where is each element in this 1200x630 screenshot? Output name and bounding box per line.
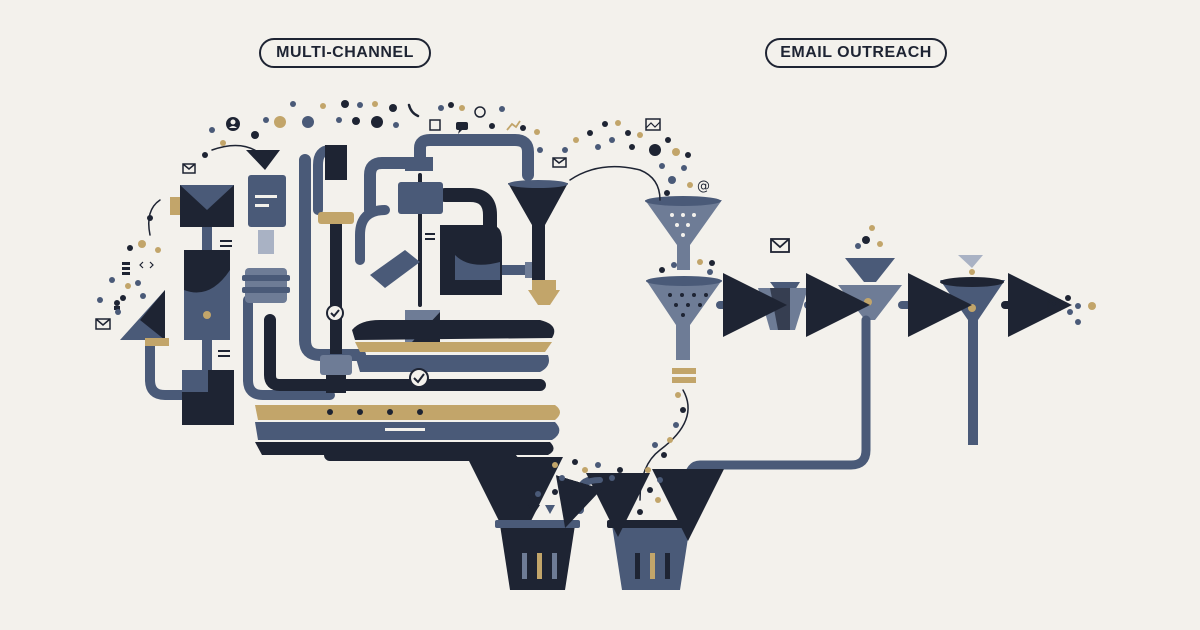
- left-components: [120, 145, 568, 455]
- envelope-icon: [182, 163, 196, 174]
- bucket-arrows: [555, 473, 650, 537]
- phone-icon: [407, 103, 420, 118]
- envelope-icon: [770, 238, 790, 253]
- envelope-icon: [1047, 299, 1061, 311]
- code-icon: [139, 261, 154, 269]
- image-icon: [645, 118, 661, 131]
- email-outreach-label: EMAIL OUTREACH: [765, 38, 947, 68]
- envelope-icon: [95, 318, 111, 330]
- image-icon: [429, 119, 441, 131]
- svg-text:@: @: [697, 179, 710, 194]
- bucket-right: [607, 520, 695, 590]
- user-icon: [114, 300, 120, 310]
- chat-icon: [474, 106, 486, 118]
- database-icon: [122, 262, 130, 275]
- right-funnels: [645, 196, 1005, 445]
- check-icon: [409, 368, 429, 388]
- envelope-icon: [552, 157, 567, 168]
- bucket-left: [495, 505, 580, 590]
- chart-icon: [506, 120, 521, 131]
- multi-channel-label: MULTI-CHANNEL: [259, 38, 431, 68]
- user-icon: [226, 117, 240, 131]
- chat-icon: [456, 122, 468, 134]
- check-icon: [326, 304, 344, 322]
- at-sign-icon: @: [697, 179, 710, 194]
- particle-dots: [97, 100, 1096, 515]
